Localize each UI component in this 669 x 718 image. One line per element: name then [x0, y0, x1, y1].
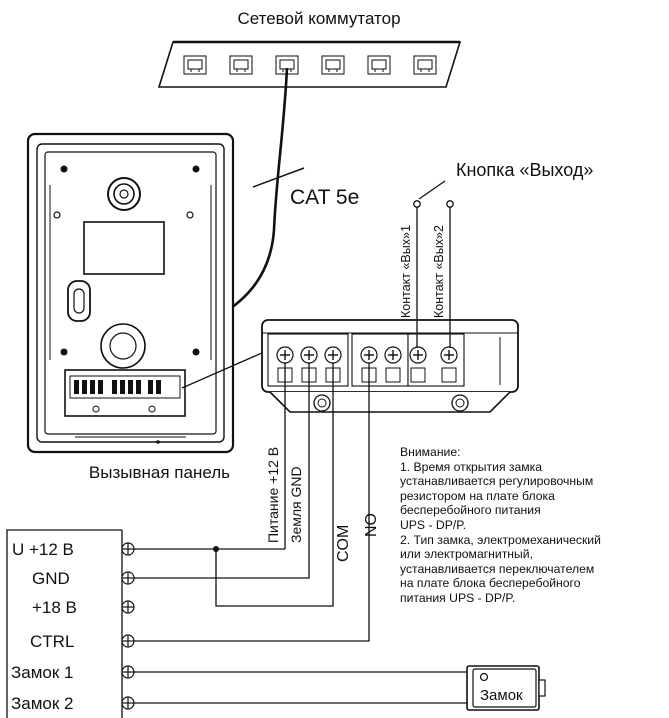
note-line: бесперебойного питания [400, 503, 541, 518]
ups-terminal-gnd: GND [32, 569, 70, 588]
panel-label: Вызывная панель [89, 463, 230, 482]
ups-terminal-u12: U +12 В [12, 540, 74, 559]
call-panel [26, 132, 235, 454]
wire-ground-label: Земля GND [288, 466, 304, 543]
note-line: устанавливается регулировочным [400, 474, 594, 489]
note-line: или электромагнитный, [400, 547, 533, 562]
ups-terminal-18v: +18 В [32, 598, 77, 617]
note-line: устанавливается переключателем [400, 561, 595, 576]
cable-label: CAT 5e [290, 186, 359, 209]
note-line: на плате блока бесперебойного [400, 576, 581, 591]
note-line: 1. Время открытия замка [400, 459, 543, 474]
ups-terminal-lock1: Замок 1 [11, 663, 73, 682]
wire-com-label: COM [335, 525, 352, 562]
note-line: UPS - DP/P. [400, 517, 467, 532]
wire-power-label: Питание +12 В [265, 447, 281, 543]
switch-label: Сетевой коммутатор [237, 9, 400, 28]
note-line: резистором на плате блока [400, 488, 555, 503]
attention-note: Внимание: 1. Время открытия замка устана… [400, 445, 662, 606]
cable-tick [252, 167, 305, 188]
ups-block [6, 529, 123, 718]
note-line: Внимание: [400, 445, 461, 459]
note-line: 2. Тип замка, электромеханический [400, 532, 601, 547]
contact2-label: Контакт «Вых»2 [432, 225, 446, 318]
wire-junction [213, 546, 219, 552]
exit-button-label: Кнопка «Выход» [456, 160, 593, 180]
ups-terminal-lock2: Замок 2 [11, 694, 73, 713]
switch-ports [183, 55, 437, 75]
lock-device [466, 665, 546, 711]
note-line: питания UPS - DP/P. [400, 590, 516, 605]
exit-button-contact [413, 180, 454, 348]
wires [134, 363, 473, 704]
ups-terminal-ctrl: CTRL [30, 632, 74, 651]
terminal-adapter [261, 319, 519, 413]
contact1-label: Контакт «Вых»1 [399, 225, 413, 318]
wire-no-label: NO [363, 513, 380, 537]
connection-arrow [181, 348, 272, 389]
network-switch [157, 40, 462, 88]
terminal-screw-icons [121, 542, 135, 710]
lock-label: Замок [480, 687, 523, 704]
